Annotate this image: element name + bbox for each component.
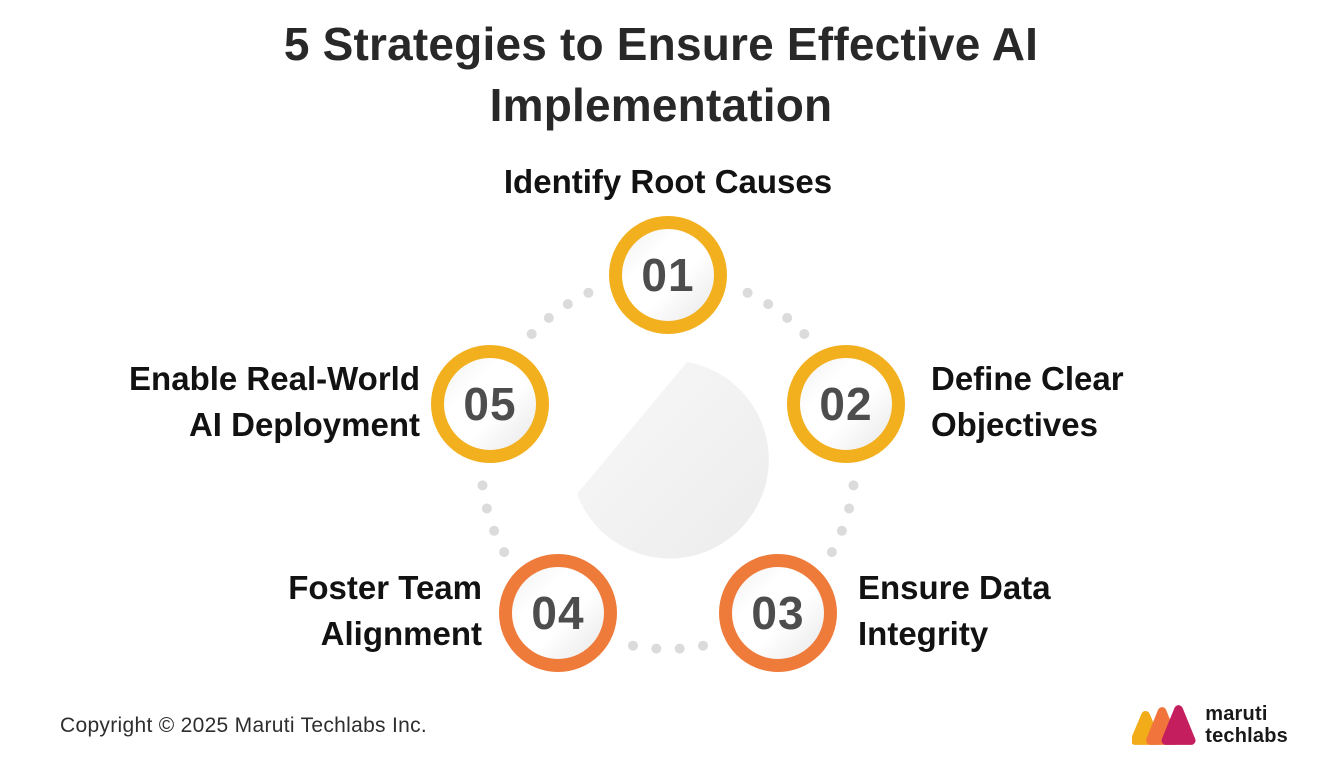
step-number-02: 02 [819, 378, 873, 430]
step-number-03: 03 [751, 587, 805, 639]
step-number-01: 01 [641, 249, 695, 301]
step-label-01: Identify Root Causes [503, 163, 833, 200]
step-label-04: Foster Team Alignment [288, 568, 482, 652]
step-label-05: Enable Real-World AI Deployment [129, 359, 420, 443]
step-node-02: 02 [787, 345, 905, 463]
logo-wordmark: maruti techlabs [1205, 703, 1288, 747]
step-node-05: 05 [431, 345, 549, 463]
step-node-01: 01 [609, 216, 727, 334]
step-label-02: Define Clear Objectives [931, 359, 1124, 443]
step-node-03: 03 [719, 554, 837, 672]
dotted-circle [477, 287, 859, 654]
copyright-text: Copyright © 2025 Maruti Techlabs Inc. [60, 714, 428, 737]
step-number-04: 04 [531, 587, 585, 639]
maruti-techlabs-logo: maruti techlabs [1132, 700, 1288, 752]
center-blob-shape [577, 362, 769, 559]
page-title: 5 Strategies to Ensure Effective AI Impl… [283, 18, 1039, 131]
logo-mark-icon [1132, 705, 1196, 745]
step-label-03: Ensure Data Integrity [858, 568, 1051, 652]
step-number-05: 05 [463, 378, 517, 430]
step-node-04: 04 [499, 554, 617, 672]
